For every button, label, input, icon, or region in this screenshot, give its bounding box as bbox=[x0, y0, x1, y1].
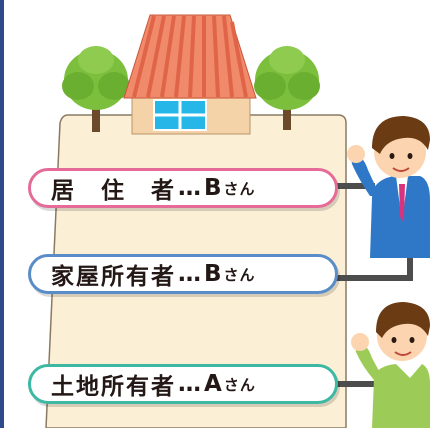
role-text: 家屋所有者 bbox=[51, 264, 176, 290]
land-owner-label: 土地所有者 … A さん bbox=[28, 364, 338, 404]
person-letter: B bbox=[204, 175, 223, 201]
ellipsis: … bbox=[178, 261, 202, 287]
businessman-icon bbox=[347, 116, 430, 258]
role-text: 土地所有者 bbox=[51, 374, 176, 400]
person-letter: B bbox=[204, 261, 223, 287]
casual-man-icon bbox=[351, 302, 430, 428]
tree-icon bbox=[62, 46, 130, 132]
honorific: さん bbox=[223, 179, 256, 198]
role-text: 居 住 者 bbox=[51, 178, 176, 204]
honorific: さん bbox=[223, 265, 256, 284]
resident-label: 居 住 者 … B さん bbox=[28, 168, 338, 208]
house-owner-label: 家屋所有者 … B さん bbox=[28, 254, 338, 294]
honorific: さん bbox=[223, 375, 256, 394]
house-icon bbox=[123, 14, 257, 135]
tree-icon bbox=[254, 46, 320, 130]
ellipsis: … bbox=[178, 175, 202, 201]
left-border bbox=[0, 0, 4, 428]
ellipsis: … bbox=[178, 371, 202, 397]
person-letter: A bbox=[204, 371, 223, 397]
